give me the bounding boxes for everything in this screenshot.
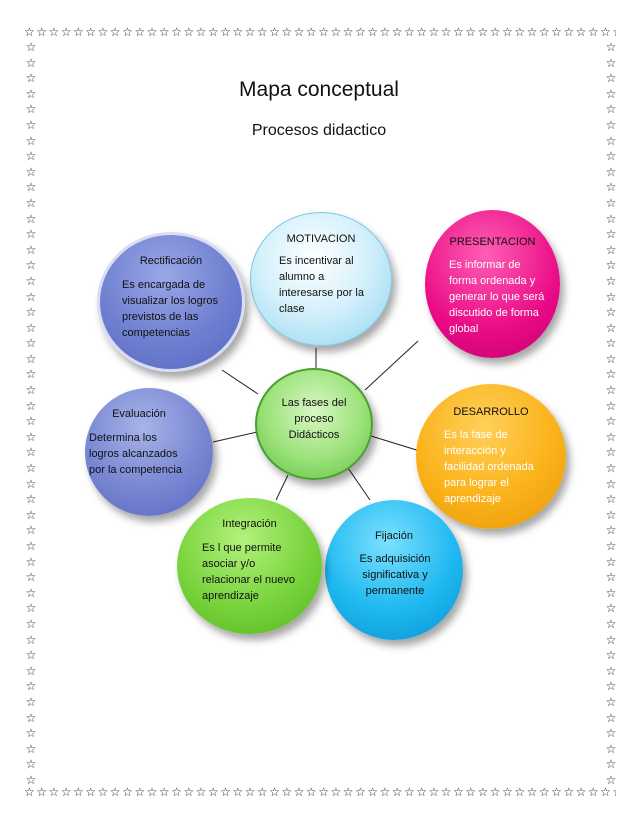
node-line: Es informar de: [449, 259, 521, 271]
node-description: Determina los logros alcanzados por la c…: [89, 430, 199, 478]
node-line: significativa y: [362, 569, 428, 581]
node-line: Es adquisición: [359, 553, 431, 565]
node-title: Evaluación: [112, 408, 166, 420]
node-line: interacción y: [444, 445, 506, 457]
node-line: visualizar los logros: [122, 295, 218, 307]
node-line: Es l que permite: [202, 542, 282, 554]
connector-rectificacion: [221, 369, 259, 395]
node-line: Es incentivar al: [279, 255, 354, 267]
page-subtitle: Procesos didactico: [251, 122, 387, 139]
node-motivacion: MOTIVACION Es incentivar al alumno a int…: [250, 212, 392, 346]
center-node: Las fases del proceso Didácticos: [255, 368, 373, 480]
node-description: Es adquisición significativa y permanent…: [347, 551, 443, 599]
node-evaluacion: Evaluación Determina los logros alcanzad…: [85, 388, 213, 516]
node-description: Es incentivar al alumno a interesarse po…: [279, 253, 374, 317]
center-line: Las fases del: [281, 397, 347, 409]
node-description: Es encargada de visualizar los logros pr…: [122, 277, 232, 341]
node-line: previstos de las: [122, 311, 199, 323]
star-border-right: ☆ ☆ ☆ ☆ ☆ ☆ ☆ ☆ ☆ ☆ ☆ ☆ ☆ ☆ ☆ ☆ ☆ ☆ ☆ ☆ …: [605, 40, 617, 787]
node-line: aprendizaje: [444, 493, 501, 505]
node-rectificacion: Rectificación Es encargada de visualizar…: [97, 232, 245, 372]
node-line: discutido de forma: [449, 307, 539, 319]
connector-fijacion: [347, 467, 371, 501]
node-line: forma ordenada y: [449, 275, 536, 287]
node-line: Determina los: [89, 432, 157, 444]
node-title: DESARROLLO: [453, 406, 529, 418]
node-title: Rectificación: [139, 255, 203, 267]
node-presentacion: PRESENTACION Es informar de forma ordena…: [425, 210, 560, 358]
node-line: aprendizaje: [202, 590, 259, 602]
star-border-left: ☆ ☆ ☆ ☆ ☆ ☆ ☆ ☆ ☆ ☆ ☆ ☆ ☆ ☆ ☆ ☆ ☆ ☆ ☆ ☆ …: [25, 40, 37, 787]
node-line: clase: [279, 303, 305, 315]
node-fijacion: Fijación Es adquisición significativa y …: [325, 500, 463, 640]
node-line: Es la fase de: [444, 429, 508, 441]
center-line: proceso: [294, 413, 334, 425]
node-title: PRESENTACION: [449, 236, 536, 248]
node-line: generar lo que será: [449, 291, 545, 303]
connector-presentacion: [364, 340, 419, 391]
node-line: alumno a: [279, 271, 325, 283]
center-node-text: Las fases del proceso Didácticos: [265, 395, 363, 443]
node-description: Es l que permite asociar y/o relacionar …: [202, 540, 314, 604]
node-desarrollo: DESARROLLO Es la fase de interacción y f…: [416, 384, 566, 529]
node-line: global: [449, 323, 479, 335]
connector-evaluacion: [212, 431, 258, 443]
node-title: MOTIVACION: [286, 233, 356, 245]
node-line: interesarse por la: [279, 287, 364, 299]
node-line: permanente: [365, 585, 425, 597]
center-line: Didácticos: [288, 429, 340, 441]
node-line: asociar y/o: [202, 558, 256, 570]
node-title: Integración: [222, 518, 277, 530]
node-line: logros alcanzados: [89, 448, 178, 460]
node-line: facilidad ordenada: [444, 461, 534, 473]
star-border-bottom: ☆☆☆☆☆☆☆☆☆☆☆☆☆☆☆☆☆☆☆☆☆☆☆☆☆☆☆☆☆☆☆☆☆☆☆☆☆☆☆☆…: [24, 786, 616, 799]
connector-desarrollo: [370, 435, 424, 453]
node-line: para lograr el: [444, 477, 509, 489]
connector-integracion: [275, 474, 289, 501]
page-title: Mapa conceptual: [239, 78, 399, 101]
node-description: Es la fase de interacción y facilidad or…: [444, 427, 544, 507]
node-description: Es informar de forma ordenada y generar …: [449, 257, 549, 337]
node-title: Fijación: [375, 530, 413, 542]
node-line: Es encargada de: [122, 279, 206, 291]
node-line: competencias: [122, 327, 190, 339]
star-border-top: ☆☆☆☆☆☆☆☆☆☆☆☆☆☆☆☆☆☆☆☆☆☆☆☆☆☆☆☆☆☆☆☆☆☆☆☆☆☆☆☆…: [24, 26, 616, 39]
node-line: relacionar el nuevo: [202, 574, 295, 586]
node-integracion: Integración Es l que permite asociar y/o…: [177, 498, 322, 634]
node-line: por la competencia: [89, 464, 182, 476]
